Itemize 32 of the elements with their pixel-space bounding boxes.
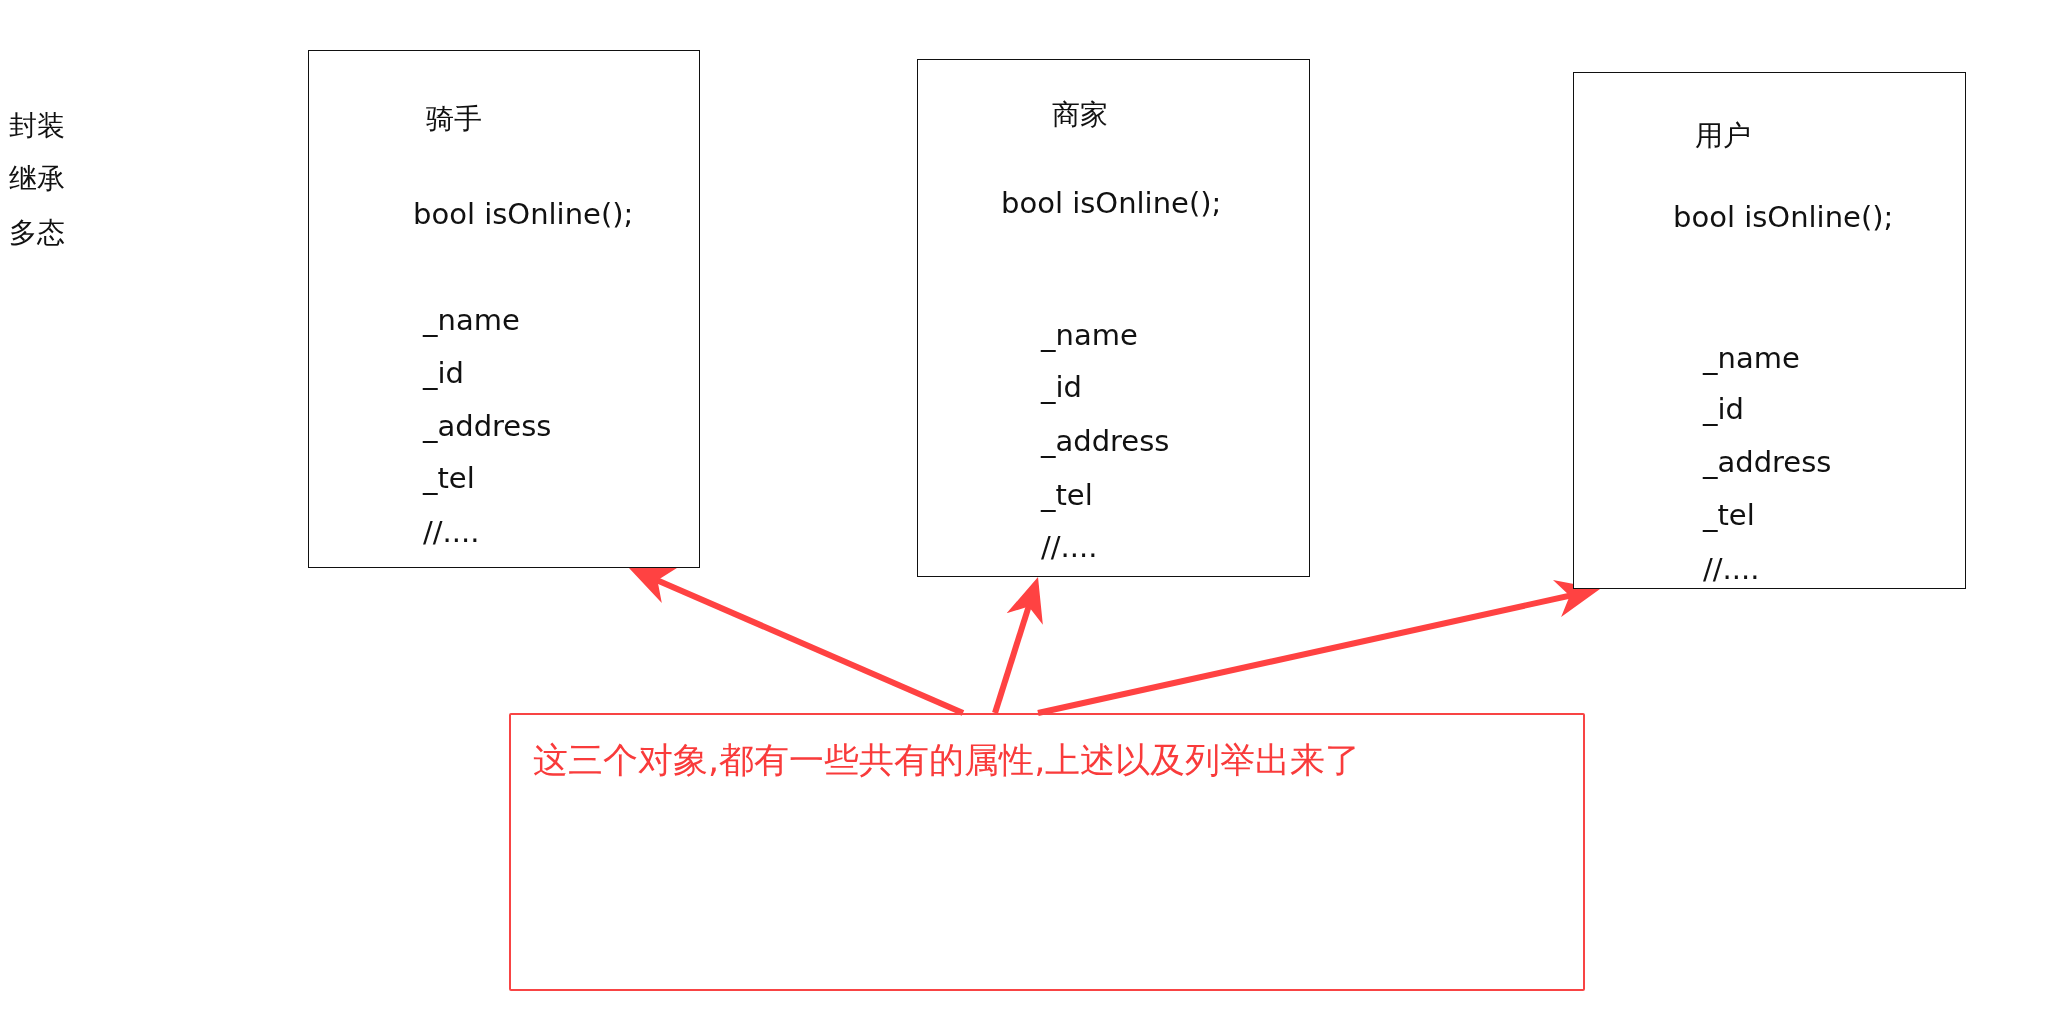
field-name: _name [1703,342,1800,376]
field-name: _id [1041,371,1082,405]
field-name: _address [1703,446,1832,480]
class-title: 商家 [1052,98,1108,132]
field-name: _id [423,357,464,391]
arrow [629,568,965,716]
field-name: //.... [1041,531,1098,565]
field-name: _address [1041,425,1170,459]
text-label: 继承 [9,163,65,196]
class-title: 用户 [1695,119,1751,153]
field-name: //.... [423,516,480,550]
field-name: _tel [1041,479,1093,513]
field-name: _tel [423,462,475,496]
field-name: _name [1041,319,1138,353]
field-name: _tel [1703,499,1755,533]
arrow [992,577,1043,714]
field-name: //.... [1703,553,1760,587]
text-label: 多态 [9,217,65,250]
field-name: _address [423,410,552,444]
class-box [1573,72,1966,589]
method-signature: bool isOnline(); [413,198,634,232]
class-box [308,50,700,568]
class-title: 骑手 [426,102,482,136]
note-text: 这三个对象,都有一些共有的属性,上述以及列举出来了 [533,739,1361,781]
arrow [1037,579,1600,716]
note-box [509,713,1585,991]
field-name: _id [1703,393,1744,427]
text-label: 封装 [9,110,65,143]
method-signature: bool isOnline(); [1001,187,1222,221]
field-name: _name [423,304,520,338]
class-box [917,59,1310,577]
method-signature: bool isOnline(); [1673,201,1894,235]
